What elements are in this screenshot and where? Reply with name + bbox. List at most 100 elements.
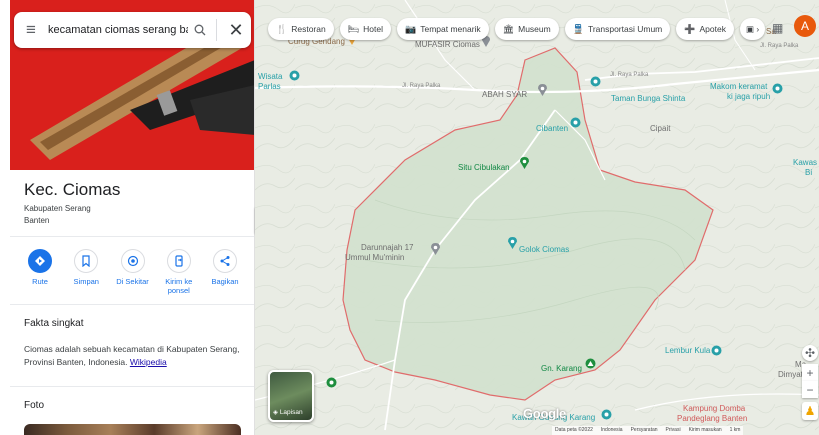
map-label[interactable]: Gn. Karang xyxy=(541,364,582,373)
more-categories-icon: ▣ xyxy=(745,23,754,34)
map-label[interactable]: Golok Ciomas xyxy=(519,245,570,254)
photos-title: Foto xyxy=(24,400,45,411)
layers-button[interactable]: ◈ Lapisan xyxy=(268,370,314,422)
map-label[interactable]: Curug Gendang xyxy=(288,37,345,46)
chip-more[interactable]: ▣ › xyxy=(739,18,766,40)
museum-icon: 🏛 xyxy=(502,23,515,34)
place-panel: ≡ kecamatan ciomas serang bant ✕ Kec. Ci… xyxy=(0,0,255,435)
minus-icon: − xyxy=(806,382,814,397)
share-button[interactable]: Bagikan xyxy=(205,249,245,295)
map-label: Cipait xyxy=(650,124,671,133)
nearby-button[interactable]: Di Sekitar xyxy=(113,249,153,295)
map-label[interactable]: Kampung Domba xyxy=(683,404,746,413)
search-divider xyxy=(216,19,217,41)
chip-hotel[interactable]: 🛏Hotel xyxy=(339,18,391,40)
road-label: Jl. Raya Palka xyxy=(760,43,799,49)
feedback-link[interactable]: Kirim masukan xyxy=(688,427,722,433)
map-label[interactable]: ABAH SYAR xyxy=(482,90,528,99)
map-label[interactable]: Cibanten xyxy=(536,124,569,133)
search-icon[interactable] xyxy=(188,24,212,36)
hiking-pin-icon[interactable] xyxy=(326,377,337,390)
map-label[interactable]: Kawah Gunung Karang xyxy=(512,413,596,422)
search-box[interactable]: ≡ kecamatan ciomas serang bant ✕ xyxy=(14,12,251,48)
google-logo: Google xyxy=(523,406,566,421)
apps-grid-icon[interactable]: ▦ xyxy=(772,21,784,35)
save-button[interactable]: Simpan xyxy=(66,249,106,295)
compass-icon[interactable]: ✣ xyxy=(802,345,818,361)
place-subtitle-province: Banten xyxy=(24,216,50,225)
category-chips: 🍴Restoran 🛏Hotel 📷Tempat menarik 🏛Museum… xyxy=(268,18,766,40)
lake-pin-icon[interactable] xyxy=(519,157,530,170)
divider xyxy=(10,304,254,305)
menu-icon[interactable]: ≡ xyxy=(26,20,36,39)
mountain-pin-icon[interactable] xyxy=(585,358,596,371)
shop-pin-icon[interactable] xyxy=(507,237,518,250)
map-terrain xyxy=(255,0,819,435)
facts-text: Ciomas adalah sebuah kecamatan di Kabupa… xyxy=(24,344,240,367)
tourism-pin-icon[interactable] xyxy=(772,83,783,96)
map-label[interactable]: Makom keramat xyxy=(710,82,768,91)
zoom-in-button[interactable]: + xyxy=(802,364,818,381)
nearby-icon xyxy=(120,249,145,273)
map-label[interactable]: Taman Bunga Shinta xyxy=(611,94,686,103)
train-icon: 🚆 xyxy=(572,23,584,34)
bookmark-icon xyxy=(74,249,99,273)
chip-restaurant[interactable]: 🍴Restoran xyxy=(268,18,334,40)
map-label[interactable]: Ummul Mu'minin xyxy=(345,253,405,262)
map-label[interactable]: Parlas xyxy=(258,82,281,91)
map-label[interactable]: Bi xyxy=(805,168,813,177)
chip-transit[interactable]: 🚆Transportasi Umum xyxy=(564,18,671,40)
place-title: Kec. Ciomas xyxy=(24,180,121,199)
road-label: Jl. Raya Palka xyxy=(610,72,649,78)
chip-attractions[interactable]: 📷Tempat menarik xyxy=(397,18,489,40)
place-pin-icon[interactable] xyxy=(481,36,491,48)
tourism-pin-icon[interactable] xyxy=(289,70,300,83)
scale-bar: 1 km xyxy=(729,427,741,433)
tourism-pin-icon[interactable] xyxy=(711,345,722,358)
chip-museum[interactable]: 🏛Museum xyxy=(494,18,559,40)
map-label[interactable]: MUFASIR Ciomas xyxy=(415,40,480,49)
map-label: Sa xyxy=(766,27,776,36)
divider xyxy=(10,386,254,387)
map-label: Dimyathi xyxy=(778,370,810,379)
avatar[interactable]: A xyxy=(794,15,816,37)
map-label[interactable]: Lembur Kula xyxy=(665,346,711,355)
directions-icon xyxy=(28,249,52,273)
map-label[interactable]: Kawas xyxy=(793,158,818,167)
restaurant-icon: 🍴 xyxy=(276,23,288,34)
layers-icon: ◈ xyxy=(273,409,278,416)
close-icon[interactable]: ✕ xyxy=(228,19,244,40)
directions-button[interactable]: Rute xyxy=(20,249,60,295)
tourism-pin-icon[interactable] xyxy=(570,117,581,130)
divider xyxy=(10,236,254,237)
wikipedia-link[interactable]: Wikipedia xyxy=(129,357,167,367)
send-to-phone-button[interactable]: Kirim ke ponsel xyxy=(159,249,199,295)
map-label: Ma xyxy=(795,360,807,369)
mosque-pin-icon[interactable] xyxy=(430,243,441,256)
privacy-link[interactable]: Privasi xyxy=(665,427,681,433)
map-label[interactable]: Darunnajah 17 xyxy=(361,243,414,252)
photo-thumbnail[interactable] xyxy=(24,424,241,435)
search-input[interactable]: kecamatan ciomas serang bant xyxy=(48,24,188,36)
park-pin-icon[interactable] xyxy=(590,76,601,89)
send-to-phone-icon xyxy=(166,249,191,273)
chevron-right-icon: › xyxy=(756,24,760,34)
place-subtitle-region: Kabupaten Serang xyxy=(24,204,91,213)
region-link[interactable]: Indonesia xyxy=(600,427,623,433)
map-canvas[interactable]: Curug Gendang MUFASIR Ciomas Wisata Parl… xyxy=(255,0,819,435)
map-label[interactable]: Pandeglang Banten xyxy=(677,414,748,423)
tourism-pin-icon[interactable] xyxy=(601,409,612,422)
zoom-out-button[interactable]: − xyxy=(802,381,818,398)
map-label[interactable]: Situ Cibulakan xyxy=(458,163,510,172)
pharmacy-icon: ➕ xyxy=(684,23,696,34)
terms-link[interactable]: Persyaratan xyxy=(630,427,658,433)
chip-pharmacy[interactable]: ➕Apotek xyxy=(676,18,734,40)
road-label: Jl. Raya Palka xyxy=(402,83,441,89)
facts-title: Fakta singkat xyxy=(24,318,84,329)
street-view-pegman-icon[interactable]: ♟ xyxy=(802,402,818,420)
map-label[interactable]: Wisata xyxy=(258,72,283,81)
attribution-bar: Data peta ©2022 Indonesia Persyaratan Pr… xyxy=(552,426,744,435)
hotel-icon: 🛏 xyxy=(347,23,360,34)
place-pin-icon[interactable] xyxy=(537,84,548,97)
map-label[interactable]: ki jaga ripuh xyxy=(727,92,771,101)
